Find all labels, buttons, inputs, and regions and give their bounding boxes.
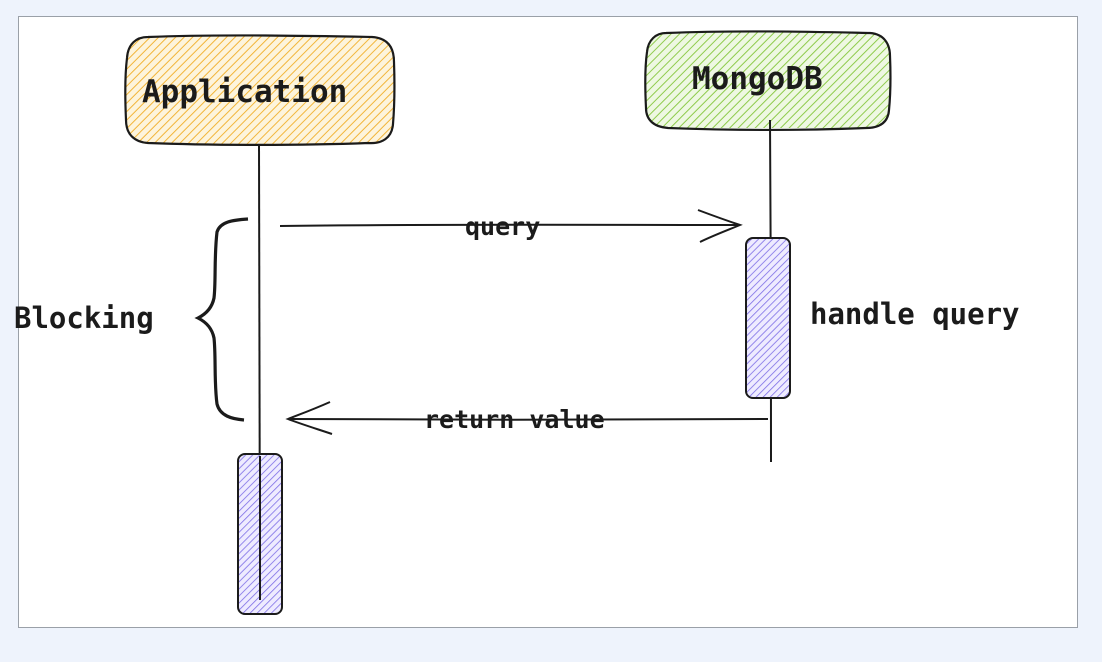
participant-mongodb-label: MongoDB	[692, 61, 823, 97]
activation-bar-mongodb	[745, 237, 791, 399]
request-message-label: query	[465, 212, 541, 241]
request-arrow	[279, 209, 743, 243]
participant-mongodb-box	[644, 30, 892, 131]
participant-application-label: Application	[142, 74, 348, 110]
response-message-label: return value	[424, 405, 605, 434]
response-arrow	[285, 401, 769, 435]
activation-bar-application	[237, 453, 283, 615]
blocking-brace	[194, 217, 249, 422]
participant-application-box	[124, 34, 396, 146]
handle-query-label: handle query	[810, 297, 1020, 331]
blocking-label: Blocking	[14, 301, 154, 335]
